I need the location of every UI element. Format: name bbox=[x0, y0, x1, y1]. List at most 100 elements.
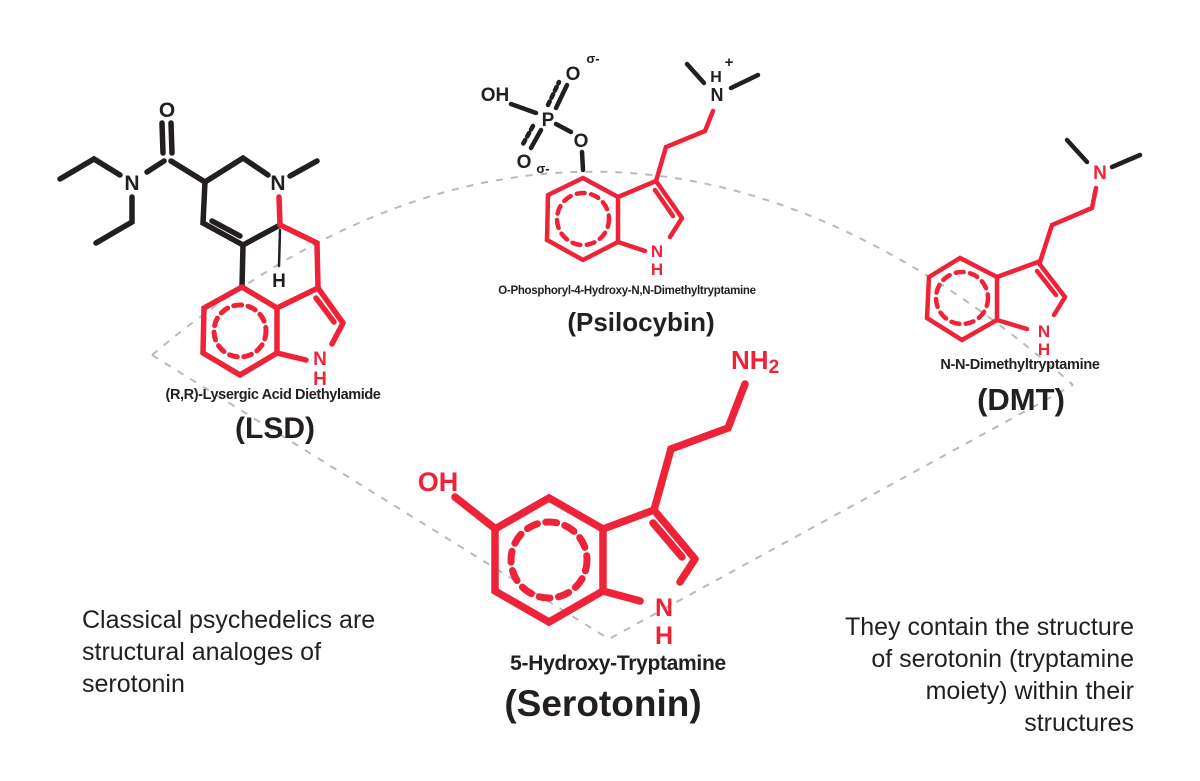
lsd-black-skeleton bbox=[57, 120, 320, 290]
bond bbox=[274, 285, 321, 311]
psilocybin-common-name: (Psilocybin) bbox=[567, 307, 715, 337]
serotonin-common-name: (Serotonin) bbox=[504, 683, 702, 724]
right-caption-line: They contain the structure bbox=[844, 613, 1134, 641]
serotonin-indole-nitrogen-label: N bbox=[655, 594, 673, 622]
aromatic-circle bbox=[507, 518, 591, 602]
left-caption: Classical psychedelics are structural an… bbox=[82, 604, 375, 700]
psilocybin-structure: OH P O σ- O σ- O H + N N H bbox=[481, 51, 761, 279]
serotonin-structure: OH NH2 N H bbox=[418, 345, 779, 650]
bond bbox=[615, 239, 648, 254]
bond bbox=[168, 154, 271, 186]
dmt-indole-nitrogen-label: N bbox=[1038, 322, 1050, 341]
bond bbox=[276, 194, 321, 291]
bond bbox=[315, 285, 346, 326]
serotonin-amine-nh: NH bbox=[731, 345, 769, 375]
ethylamine-chain bbox=[1037, 185, 1099, 265]
lsd-ring-nitrogen-label: N bbox=[270, 172, 285, 195]
serotonin-skeleton bbox=[451, 380, 749, 627]
ethylamine-chain bbox=[653, 108, 716, 184]
dashed-double-bond bbox=[520, 123, 536, 147]
serotonin-chemical-name: 5-Hydroxy-Tryptamine bbox=[510, 652, 726, 675]
methyl-bond bbox=[728, 72, 761, 91]
lsd-carbonyl-oxygen-label: O bbox=[159, 99, 175, 122]
bond bbox=[329, 320, 346, 347]
psilocybin-sigma-top-label: σ- bbox=[586, 51, 599, 66]
double-bond-inner bbox=[652, 187, 676, 219]
right-caption: They contain the structure of serotonin … bbox=[845, 611, 1134, 739]
bond bbox=[676, 555, 699, 586]
left-caption-line: Classical psychedelics are bbox=[82, 606, 376, 634]
psilocybin-ammonium-hydrogen-label: H bbox=[710, 69, 722, 86]
serotonin-amine-label: NH2 bbox=[731, 345, 779, 378]
dashed-chords bbox=[151, 354, 1074, 641]
serotonin-indole-hydrogen-label: H bbox=[655, 622, 673, 650]
dmt-structure: N N H bbox=[924, 137, 1143, 359]
n-methyl-bond bbox=[287, 158, 320, 179]
lsd-common-name: (LSD) bbox=[235, 412, 315, 445]
psilocybin-chemical-name: O-Phosphoryl-4-Hydroxy-N,N-Dimethyltrypt… bbox=[498, 285, 756, 297]
aromatic-circle bbox=[554, 190, 612, 248]
psilocybin-black-skeleton bbox=[508, 61, 761, 173]
dmt-chemical-name: N-N-Dimethyltryptamine bbox=[940, 357, 1100, 373]
double-bond-inner bbox=[209, 218, 243, 239]
ethylamine-chain bbox=[650, 380, 749, 514]
bond bbox=[599, 587, 644, 605]
bond bbox=[168, 120, 175, 156]
methyl-bond bbox=[684, 61, 707, 86]
aromatic-circle bbox=[211, 302, 269, 360]
lsd-structure: O N N H N H bbox=[57, 99, 346, 390]
psilocybin-hydroxyl-label: OH bbox=[481, 85, 510, 106]
bond bbox=[159, 120, 166, 156]
double-bond-inner bbox=[1034, 268, 1059, 298]
lsd-tryptamine-moiety bbox=[200, 194, 346, 379]
left-caption-line: structural analoges of bbox=[82, 638, 322, 666]
methyl-bond bbox=[1064, 137, 1090, 165]
bond bbox=[508, 101, 539, 116]
psilocybin-oxygen-top-label: O bbox=[566, 64, 581, 85]
right-caption-line: structures bbox=[1024, 709, 1134, 737]
psilocybin-phosphorus-label: P bbox=[542, 110, 555, 131]
psilocybin-sigma-left-label: σ- bbox=[536, 161, 549, 176]
dmt-tryptamine-moiety bbox=[924, 185, 1099, 343]
bond bbox=[144, 158, 167, 175]
lsd-chemical-name: (R,R)-Lysergic Acid Diethylamide bbox=[165, 387, 381, 403]
psilocybin-indole-nitrogen-label: N bbox=[651, 242, 663, 261]
bond bbox=[528, 127, 544, 151]
right-caption-line: moiety) within their bbox=[925, 677, 1134, 705]
bond bbox=[599, 506, 658, 533]
aromatic-circle bbox=[933, 269, 991, 327]
ethyl-group bbox=[93, 194, 135, 246]
bond bbox=[1035, 259, 1068, 300]
hydroxyl-bond bbox=[451, 493, 497, 531]
serotonin-amine-subscript: 2 bbox=[769, 357, 780, 378]
dashed-double-bond bbox=[545, 79, 562, 108]
psilocybin-tryptamine-moiety bbox=[544, 108, 716, 263]
left-caption-line: serotonin bbox=[82, 670, 185, 698]
serotonin-hydroxyl-label: OH bbox=[418, 467, 459, 497]
dashed-arc bbox=[151, 170, 1074, 386]
lsd-indole-hydrogen-label: H bbox=[313, 369, 327, 390]
bond bbox=[200, 179, 283, 249]
psilocybin-oxygen-left-label: O bbox=[517, 152, 532, 173]
double-bond-inner bbox=[649, 519, 686, 561]
bond bbox=[615, 178, 659, 200]
methyl-bond bbox=[1109, 152, 1143, 170]
relationship-dashed-outline bbox=[151, 170, 1074, 641]
dmt-indole-hydrogen-label: H bbox=[1038, 340, 1050, 359]
bond bbox=[994, 259, 1041, 280]
bond bbox=[653, 178, 685, 221]
double-bond-inner bbox=[313, 295, 337, 325]
dmt-black-skeleton bbox=[1064, 137, 1143, 170]
bond bbox=[274, 350, 309, 363]
lsd-stereo-hydrogen-label: H bbox=[272, 271, 286, 292]
bond bbox=[553, 121, 574, 135]
stereo-wedge bbox=[277, 228, 282, 268]
bond bbox=[1051, 294, 1068, 318]
psilocybin-ammonium-charge-label: + bbox=[725, 54, 734, 71]
right-caption-line: of serotonin (tryptamine bbox=[871, 645, 1134, 673]
psilocybin-indole-hydrogen-label: H bbox=[651, 260, 663, 279]
bond bbox=[553, 82, 570, 111]
bond bbox=[239, 242, 246, 290]
